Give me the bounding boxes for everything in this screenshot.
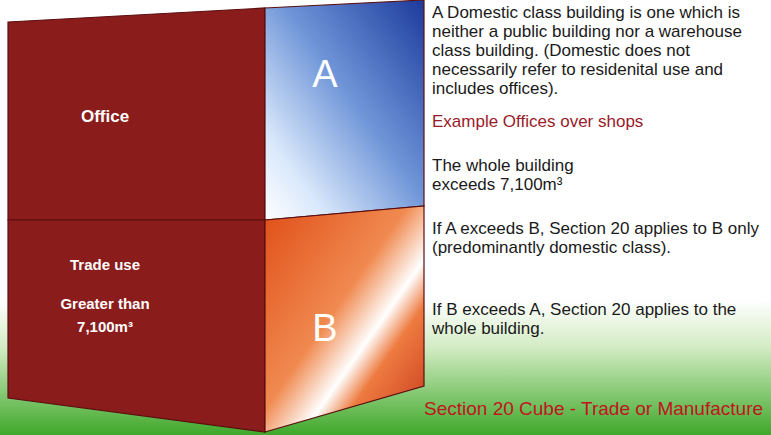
face-polygon [8, 220, 265, 432]
note-text: If B exceeds A, Section 20 applies to th… [432, 300, 768, 338]
note-text: If A exceeds B, Section 20 applies to B … [432, 219, 768, 257]
face-label: Trade use [35, 253, 175, 276]
example-heading: Example Offices over shops [432, 112, 768, 131]
face-label: Office [35, 104, 175, 130]
face-polygon [265, 0, 424, 220]
face-label: Greater than 7,100m³ [45, 292, 165, 338]
note-text: The whole building exceeds 7,100m³ [432, 156, 632, 194]
face-label: B [295, 300, 355, 357]
face-label: A [295, 46, 355, 103]
caption-text: Section 20 Cube - Trade or Manufacture [424, 398, 763, 420]
face-shape [8, 220, 265, 435]
face-shape [265, 206, 425, 435]
face-shape [265, 0, 425, 214]
front-face-a: A [265, 0, 425, 214]
note-text: A Domestic class building is one which i… [432, 3, 768, 98]
face-shape [8, 8, 265, 220]
left-face-lower: Trade useGreater than 7,100m³ [8, 220, 265, 435]
left-face-upper: Office [8, 8, 265, 220]
front-face-b: B [265, 206, 425, 435]
face-polygon [265, 206, 424, 432]
face-polygon [8, 8, 265, 220]
